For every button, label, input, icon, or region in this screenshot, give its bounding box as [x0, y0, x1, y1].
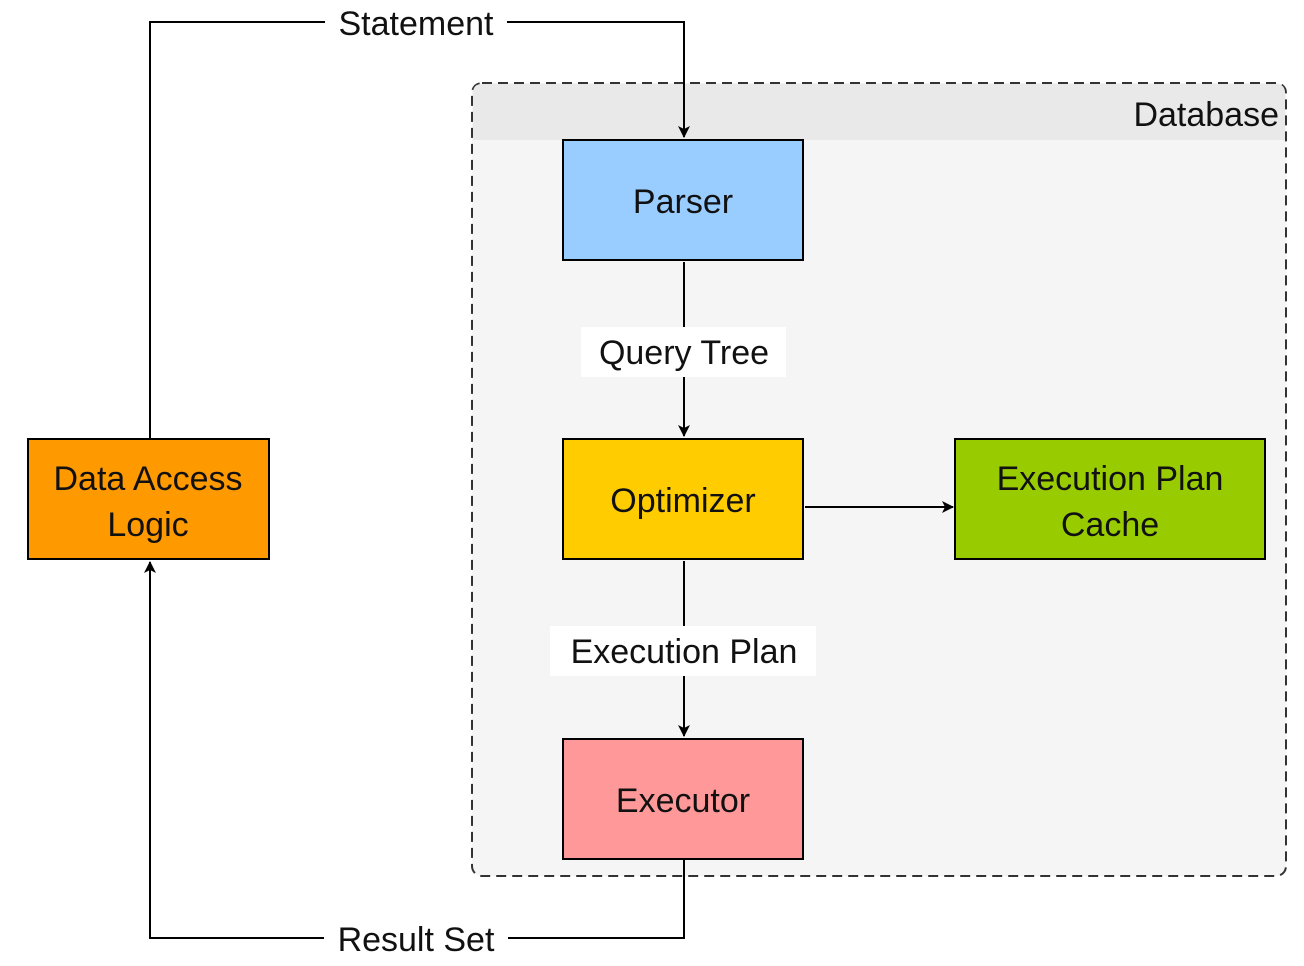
parser-label: Parser [633, 183, 733, 221]
query-tree-label-bg [581, 327, 786, 377]
result-set-label: Result Set [338, 921, 495, 959]
database-group: Database [471, 82, 1287, 877]
parser-node: Parser [562, 139, 804, 261]
executor-box [562, 738, 804, 860]
data-access-logic-label-line1: Data Access [54, 460, 243, 498]
parser-box [562, 139, 804, 261]
database-group-title: Database [1133, 96, 1279, 134]
result-set-label-bg [324, 918, 508, 960]
optimizer-label: Optimizer [610, 482, 755, 520]
execution-plan-cache-label-line2: Cache [1061, 506, 1159, 544]
statement-label-bg [325, 2, 507, 42]
data-access-logic-label-line2: Logic [107, 506, 188, 544]
execution-plan-cache-label-line1: Execution Plan [997, 460, 1224, 498]
executor-label: Executor [616, 782, 750, 820]
database-group-header [473, 84, 1285, 140]
executor-node: Executor [562, 738, 804, 860]
execution-plan-label-bg [550, 626, 816, 676]
execution-plan-label: Execution Plan [571, 633, 798, 671]
optimizer-node: Optimizer [562, 438, 804, 560]
edge-labels: Statement Query Tree Execution Plan Resu… [324, 2, 816, 960]
optimizer-box [562, 438, 804, 560]
query-tree-label: Query Tree [599, 334, 769, 372]
data-access-logic-box [27, 438, 270, 560]
data-access-logic-node: Data Access Logic [27, 438, 270, 560]
execution-plan-cache-node: Execution Plan Cache [954, 438, 1266, 560]
execution-plan-cache-box [954, 438, 1266, 560]
statement-label: Statement [339, 5, 495, 43]
database-group-box [471, 82, 1287, 877]
